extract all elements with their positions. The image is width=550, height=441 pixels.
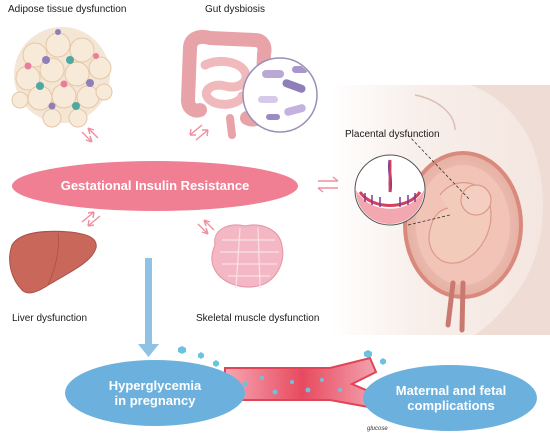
hyperglycemia-line2: in pregnancy: [114, 393, 196, 408]
placental-label: Placental dysfunction: [345, 129, 440, 140]
blood-vessel-illustration: [224, 356, 382, 410]
adipose-label: Adipose tissue dysfunction: [8, 4, 127, 15]
complications-line1: Maternal and fetal: [395, 383, 507, 398]
adipose-tissue-illustration: [11, 27, 113, 128]
skeletal-label: Skeletal muscle dysfunction: [196, 313, 320, 324]
hyperglycemia-line1: Hyperglycemia: [108, 378, 202, 393]
center-title: Gestational Insulin Resistance: [60, 178, 250, 193]
liver-label: Liver dysfunction: [12, 313, 88, 324]
gestational-insulin-resistance-ellipse: [12, 161, 298, 211]
liver-illustration: [9, 230, 97, 294]
complications-title: Maternal and fetal complications: [368, 383, 534, 413]
pregnant-body-illustration: [330, 85, 550, 335]
complications-ellipse: [363, 365, 537, 431]
placenta-inset-illustration: [354, 154, 426, 226]
hyperglycemia-title: Hyperglycemia in pregnancy: [70, 378, 240, 408]
glucose-label: glucose: [367, 426, 388, 432]
hyperglycemia-ellipse: [65, 360, 245, 426]
skeletal-muscle-illustration: [211, 224, 284, 289]
complications-line2: complications: [407, 398, 495, 413]
gut-illustration: [180, 29, 318, 139]
down-arrow: [138, 258, 159, 357]
bidirectional-arrows: [81, 124, 339, 235]
gut-label: Gut dysbiosis: [205, 4, 266, 15]
